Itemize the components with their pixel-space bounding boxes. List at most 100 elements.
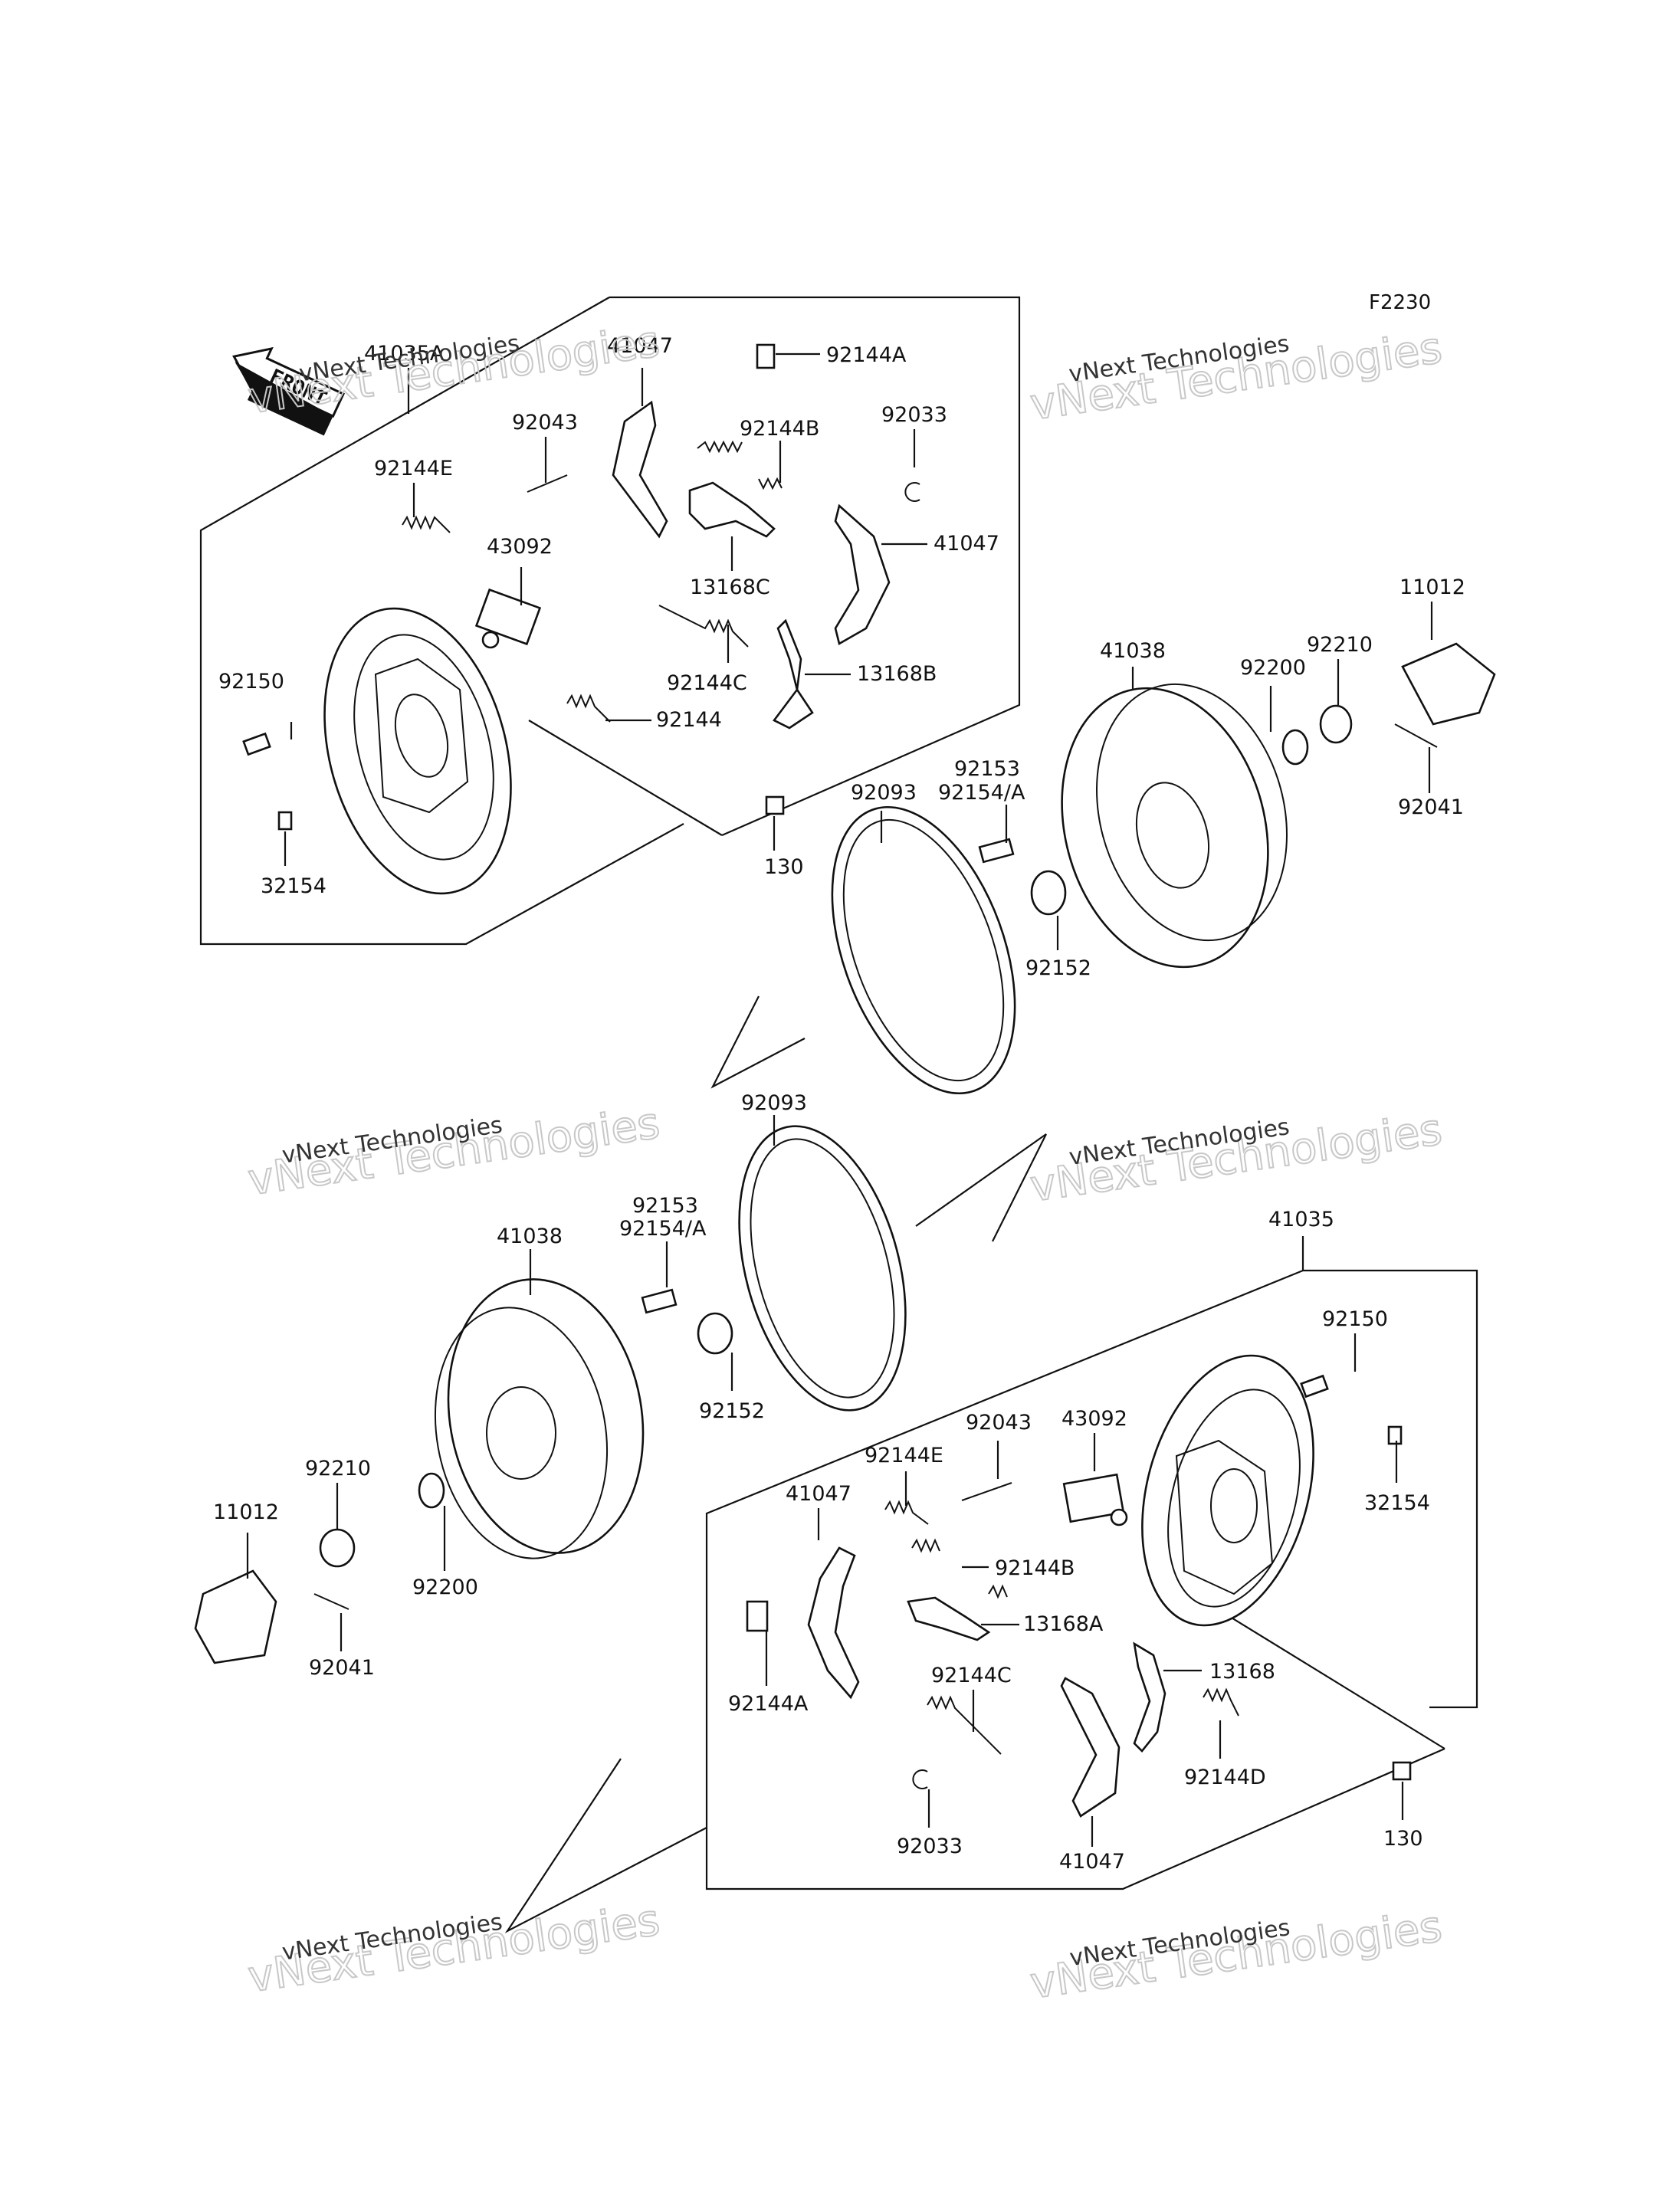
part-label: 13168 [1209, 1660, 1275, 1684]
wheel-cylinder-top [474, 588, 542, 649]
clip-92144a-top [756, 343, 776, 369]
part-label: 92093 [741, 1091, 807, 1115]
part-label: 92150 [218, 670, 284, 694]
brake-shoe-top-1 [612, 400, 668, 539]
seal-92093-top [831, 805, 1016, 1095]
part-label: 13168C [690, 575, 770, 599]
top-assembly-group: FRONT [199, 296, 1021, 946]
part-label: 13168A [1023, 1612, 1104, 1636]
part-label: 92033 [881, 403, 947, 427]
brake-shoe-bottom-1 [807, 1546, 860, 1700]
wheel-cylinder-bottom [1062, 1473, 1128, 1526]
part-label: 92150 [1322, 1307, 1388, 1331]
backing-plate-bottom [1141, 1354, 1314, 1627]
top-group-outline-c [528, 720, 723, 836]
part-label: 92144E [865, 1444, 943, 1467]
bearing-92152-bottom [697, 1312, 733, 1355]
part-label: 13168B [857, 662, 937, 686]
part-label: 92043 [966, 1411, 1032, 1435]
bottom-assembly-group: 41035 92150 32154 92043 43092 92144E 410… [504, 1208, 1478, 1933]
watermark-br: vNext Technologies vNext Technologies [1026, 1901, 1445, 2010]
lever-13168 [1133, 1641, 1166, 1753]
spring-92144b [697, 440, 783, 490]
brake-shoe-bottom-2 [1060, 1677, 1121, 1818]
top-drum-callout [710, 995, 806, 1089]
spring-92144e-top [402, 515, 451, 533]
part-label: 92144B [740, 417, 819, 441]
watermark-bl: vNext Technologies vNext Technologies [244, 1894, 664, 2003]
part-label: 41047 [607, 334, 673, 358]
nipple-32154-bottom [1387, 1425, 1403, 1445]
bolt-130-bottom [1392, 1761, 1412, 1781]
bolt-92150-top [242, 732, 271, 756]
part-label: 92210 [1307, 633, 1373, 657]
bolt-130-top [765, 795, 785, 815]
watermark-tr: vNext Technologies vNext Technologies [1026, 323, 1445, 431]
part-label: 92210 [305, 1457, 371, 1481]
part-label: 92041 [1398, 795, 1464, 819]
part-label: 32154 [1364, 1491, 1430, 1515]
part-label: 92144A [728, 1692, 809, 1716]
part-label: 92144B [995, 1556, 1075, 1580]
bottom-group-callout [504, 1758, 707, 1933]
part-label: 92200 [1240, 656, 1306, 680]
bottom-drum-group: 92093 92153 92154/A 41038 92152 92210 11… [194, 1091, 1047, 1680]
part-label: 92043 [512, 411, 578, 434]
part-label: 92093 [851, 781, 917, 805]
spring-92144c-bottom [927, 1695, 1002, 1755]
part-label: 92200 [412, 1576, 478, 1599]
part-label: 92144E [374, 457, 453, 480]
part-label: 92041 [309, 1656, 375, 1680]
part-label: 92153 [954, 757, 1020, 781]
watermark-tl: vNext Technologies vNext Technologies [244, 316, 664, 425]
nipple-32154-top [277, 811, 293, 831]
part-label: 41047 [934, 532, 999, 556]
washer-92200-bottom [418, 1472, 445, 1509]
part-label: 43092 [487, 535, 553, 559]
top-group-outline-a [609, 296, 1021, 837]
part-label: 130 [1383, 1827, 1423, 1851]
bolt-92150-bottom [1300, 1374, 1329, 1399]
part-label: 11012 [213, 1500, 279, 1524]
part-label: 92153 [632, 1194, 698, 1218]
top-group-outline-b [199, 297, 684, 946]
part-label: 41038 [1100, 639, 1166, 663]
part-label: 92144C [667, 671, 747, 695]
part-label: 41047 [786, 1482, 851, 1506]
lever-13168a [907, 1596, 991, 1641]
clip-92144a-bottom [746, 1600, 769, 1632]
stud-92153-top [978, 838, 1015, 864]
part-label: 92152 [699, 1399, 765, 1423]
washer-92200-top [1281, 729, 1309, 766]
part-label: 32154 [261, 874, 326, 898]
lever-13168c [688, 481, 776, 538]
spring-92144e-bottom [884, 1500, 929, 1525]
watermark-ml: vNext Technologies vNext Technologies [244, 1097, 664, 1206]
stud-92153-bottom [641, 1288, 678, 1314]
pin-92043-bottom [961, 1482, 1012, 1501]
part-label: 41047 [1059, 1850, 1125, 1874]
nut-92210-bottom [319, 1528, 356, 1568]
top-drum-group: 41038 92200 92210 11012 92153 92154/A 92… [710, 575, 1496, 1095]
seal-92093-bottom [738, 1125, 907, 1412]
part-label: 130 [764, 855, 804, 879]
part-label: 92033 [897, 1835, 963, 1858]
part-label: 92144D [1184, 1766, 1266, 1789]
spring-92144-top [566, 694, 611, 723]
part-label: 11012 [1399, 575, 1465, 599]
spring-92144c-top [658, 605, 749, 648]
clip-92033-top [904, 482, 920, 502]
cap-11012-bottom [194, 1569, 277, 1664]
part-label: 41038 [497, 1225, 563, 1248]
pin-92043-top [527, 474, 568, 493]
bottom-group-outline-b [705, 1269, 1445, 1890]
part-label: 41035A [364, 342, 445, 366]
part-label: 43092 [1061, 1407, 1127, 1431]
spring-92144b-bottom [911, 1538, 1008, 1599]
cap-11012-top [1401, 642, 1496, 726]
drum-41038-top [1061, 687, 1269, 969]
nut-92210-top [1319, 704, 1353, 744]
part-label: 92152 [1025, 956, 1091, 980]
pin-92041-bottom [313, 1593, 349, 1610]
